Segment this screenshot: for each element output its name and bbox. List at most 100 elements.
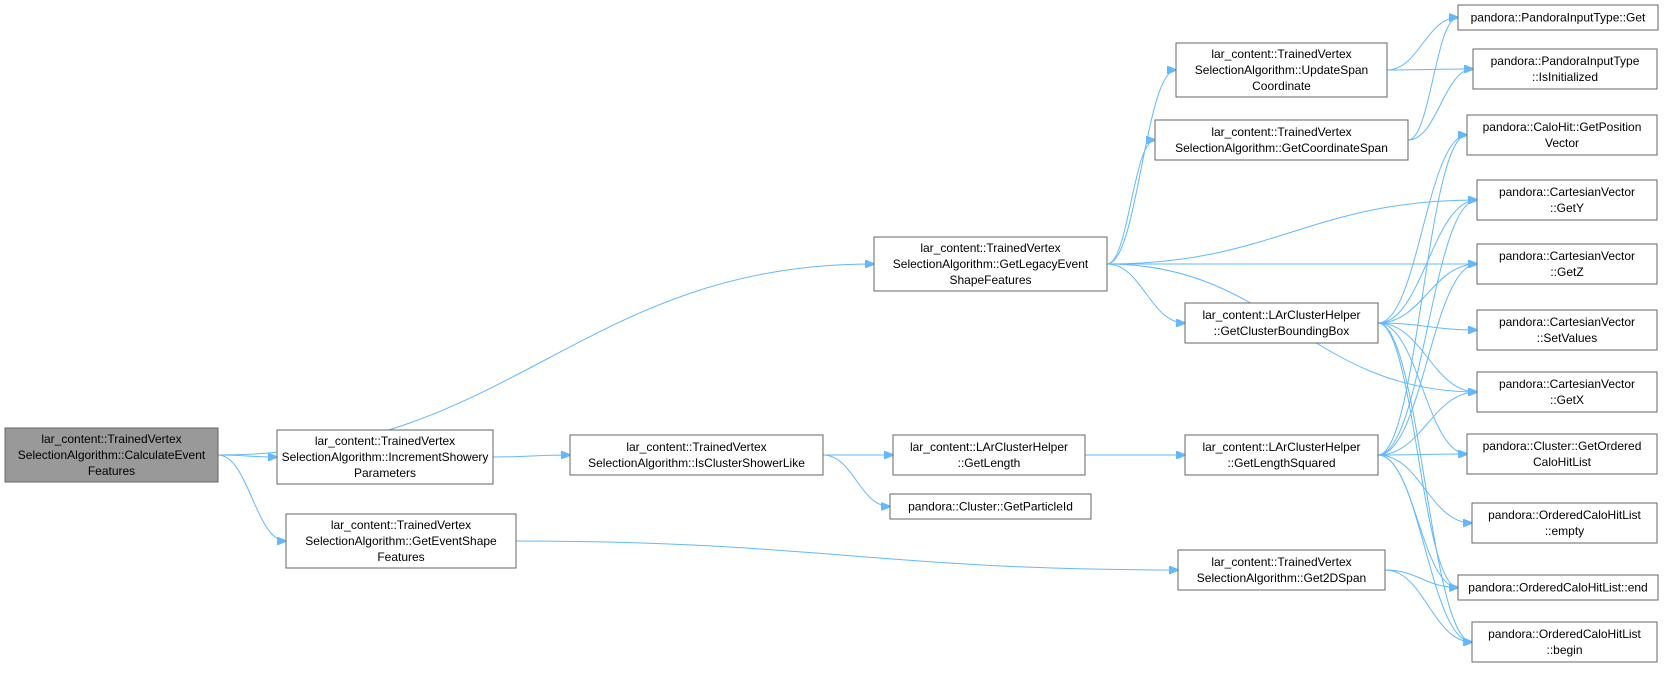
node-label-line: ::begin <box>1546 643 1582 657</box>
edge-bbox-to-begin <box>1377 322 1472 642</box>
node-label-line: lar_content::TrainedVertex <box>626 440 766 454</box>
node-box <box>1466 114 1658 156</box>
edge-coordspan-to-pitget <box>1407 18 1458 141</box>
node-label-line: lar_content::TrainedVertex <box>920 241 1060 255</box>
node-label-line: pandora::PandoraInputType::Get <box>1471 11 1646 25</box>
node-label-line: SelectionAlgorithm::Get2DSpan <box>1197 571 1366 585</box>
node-box <box>1457 4 1659 31</box>
node-pitinit[interactable]: pandora::PandoraInputType::IsInitialized <box>1472 48 1658 90</box>
node-begin[interactable]: pandora::OrderedCaloHitList::begin <box>1471 621 1658 663</box>
edge-bbox-to-calohitpos <box>1377 135 1467 324</box>
edge-legacy-to-gety <box>1106 200 1477 265</box>
node-getx[interactable]: pandora::CartesianVector::GetX <box>1476 371 1658 413</box>
edge-lensq-to-gety <box>1377 200 1477 456</box>
node-label-line: pandora::CaloHit::GetPosition <box>1483 120 1642 134</box>
node-box <box>1472 48 1658 90</box>
edge-lensq-to-ordered <box>1377 454 1467 455</box>
node-getlength[interactable]: lar_content::LArClusterHelper::GetLength <box>892 434 1086 476</box>
node-label-line: ::GetZ <box>1550 265 1583 279</box>
node-end[interactable]: pandora::OrderedCaloHitList::end <box>1457 574 1659 601</box>
node-label-line: lar_content::LArClusterHelper <box>910 440 1068 454</box>
node-box <box>1471 621 1658 663</box>
node-label-line: ::IsInitialized <box>1532 70 1598 84</box>
node-label-line: Vector <box>1545 136 1579 150</box>
edge-legacy-to-bbox <box>1106 263 1185 323</box>
node-coordspan[interactable]: lar_content::TrainedVertexSelectionAlgor… <box>1154 119 1409 161</box>
edge-coordspan-to-pitinit <box>1407 69 1473 141</box>
node-box <box>1471 502 1658 544</box>
edge-lensq-to-getz <box>1377 264 1477 456</box>
node-empty[interactable]: pandora::OrderedCaloHitList::empty <box>1471 502 1658 544</box>
node-updatespan[interactable]: lar_content::TrainedVertexSelectionAlgor… <box>1175 42 1388 98</box>
node-label-line: lar_content::LArClusterHelper <box>1202 440 1360 454</box>
node-layer: lar_content::TrainedVertexSelectionAlgor… <box>4 4 1659 663</box>
edge-lensq-to-getx <box>1377 392 1477 456</box>
node-label-line: ::GetLength <box>958 456 1021 470</box>
node-box <box>889 493 1092 520</box>
edge-get2d-to-begin <box>1384 569 1472 642</box>
edge-bbox-to-getx <box>1377 322 1477 392</box>
node-iscluster[interactable]: lar_content::TrainedVertexSelectionAlgor… <box>569 434 824 476</box>
edge-iscluster-to-particleid <box>822 454 890 507</box>
node-label-line: SelectionAlgorithm::GetLegacyEvent <box>893 257 1089 271</box>
node-label-line: pandora::Cluster::GetParticleId <box>908 500 1073 514</box>
node-box <box>1184 302 1379 344</box>
edge-bbox-to-getz <box>1377 264 1477 324</box>
node-box <box>1184 434 1379 476</box>
node-lensq[interactable]: lar_content::LArClusterHelper::GetLength… <box>1184 434 1379 476</box>
node-box <box>1476 243 1658 285</box>
node-label-line: pandora::OrderedCaloHitList::end <box>1468 581 1647 595</box>
node-label-line: lar_content::LArClusterHelper <box>1202 308 1360 322</box>
node-box <box>569 434 824 476</box>
node-box <box>1175 42 1388 98</box>
node-label-line: SelectionAlgorithm::UpdateSpan <box>1195 63 1368 77</box>
node-box <box>276 429 494 485</box>
node-label-line: lar_content::TrainedVertex <box>1211 555 1351 569</box>
node-label-line: lar_content::TrainedVertex <box>331 518 471 532</box>
node-gety[interactable]: pandora::CartesianVector::GetY <box>1476 179 1658 221</box>
node-label-line: SelectionAlgorithm::CalculateEvent <box>18 448 206 462</box>
node-box <box>1466 433 1658 475</box>
node-box <box>892 434 1086 476</box>
node-label-line: pandora::Cluster::GetOrdered <box>1483 439 1642 453</box>
edge-calc-to-legacy <box>217 264 874 456</box>
node-calc[interactable]: lar_content::TrainedVertexSelectionAlgor… <box>4 427 219 483</box>
edge-incr-to-iscluster <box>492 455 570 457</box>
node-box <box>1476 371 1658 413</box>
node-pitget[interactable]: pandora::PandoraInputType::Get <box>1457 4 1659 31</box>
node-evshape[interactable]: lar_content::TrainedVertexSelectionAlgor… <box>285 513 517 569</box>
node-label-line: ::SetValues <box>1537 331 1597 345</box>
node-label-line: pandora::CartesianVector <box>1499 185 1635 199</box>
node-label-line: Features <box>88 464 135 478</box>
node-setvalues[interactable]: pandora::CartesianVector::SetValues <box>1476 309 1658 351</box>
edge-updatespan-to-pitinit <box>1386 69 1473 70</box>
node-legacy[interactable]: lar_content::TrainedVertexSelectionAlgor… <box>873 236 1108 292</box>
edge-lensq-to-begin <box>1377 454 1472 642</box>
node-label-line: ::GetX <box>1550 393 1584 407</box>
node-box <box>1154 119 1409 161</box>
node-label-line: SelectionAlgorithm::IncrementShowery <box>282 450 489 464</box>
edge-lensq-to-end <box>1377 454 1458 588</box>
edge-bbox-to-ordered <box>1377 322 1467 454</box>
node-particleid[interactable]: pandora::Cluster::GetParticleId <box>889 493 1092 520</box>
node-getz[interactable]: pandora::CartesianVector::GetZ <box>1476 243 1658 285</box>
edge-evshape-to-get2d <box>515 540 1178 570</box>
edge-calc-to-evshape <box>217 454 286 541</box>
node-bbox[interactable]: lar_content::LArClusterHelper::GetCluste… <box>1184 302 1379 344</box>
node-label-line: ::GetLengthSquared <box>1227 456 1335 470</box>
edge-lensq-to-calohitpos <box>1377 135 1467 456</box>
node-box <box>873 236 1108 292</box>
node-incr[interactable]: lar_content::TrainedVertexSelectionAlgor… <box>276 429 494 485</box>
edge-get2d-to-end <box>1384 569 1458 588</box>
node-label-line: SelectionAlgorithm::IsClusterShowerLike <box>588 456 805 470</box>
node-label-line: lar_content::TrainedVertex <box>1211 47 1351 61</box>
node-label-line: SelectionAlgorithm::GetEventShape <box>305 534 497 548</box>
node-get2d[interactable]: lar_content::TrainedVertexSelectionAlgor… <box>1177 549 1386 591</box>
node-box <box>1476 309 1658 351</box>
node-label-line: pandora::CartesianVector <box>1499 249 1635 263</box>
node-label-line: Coordinate <box>1252 79 1311 93</box>
node-label-line: ::GetY <box>1550 201 1584 215</box>
node-box <box>4 427 219 483</box>
